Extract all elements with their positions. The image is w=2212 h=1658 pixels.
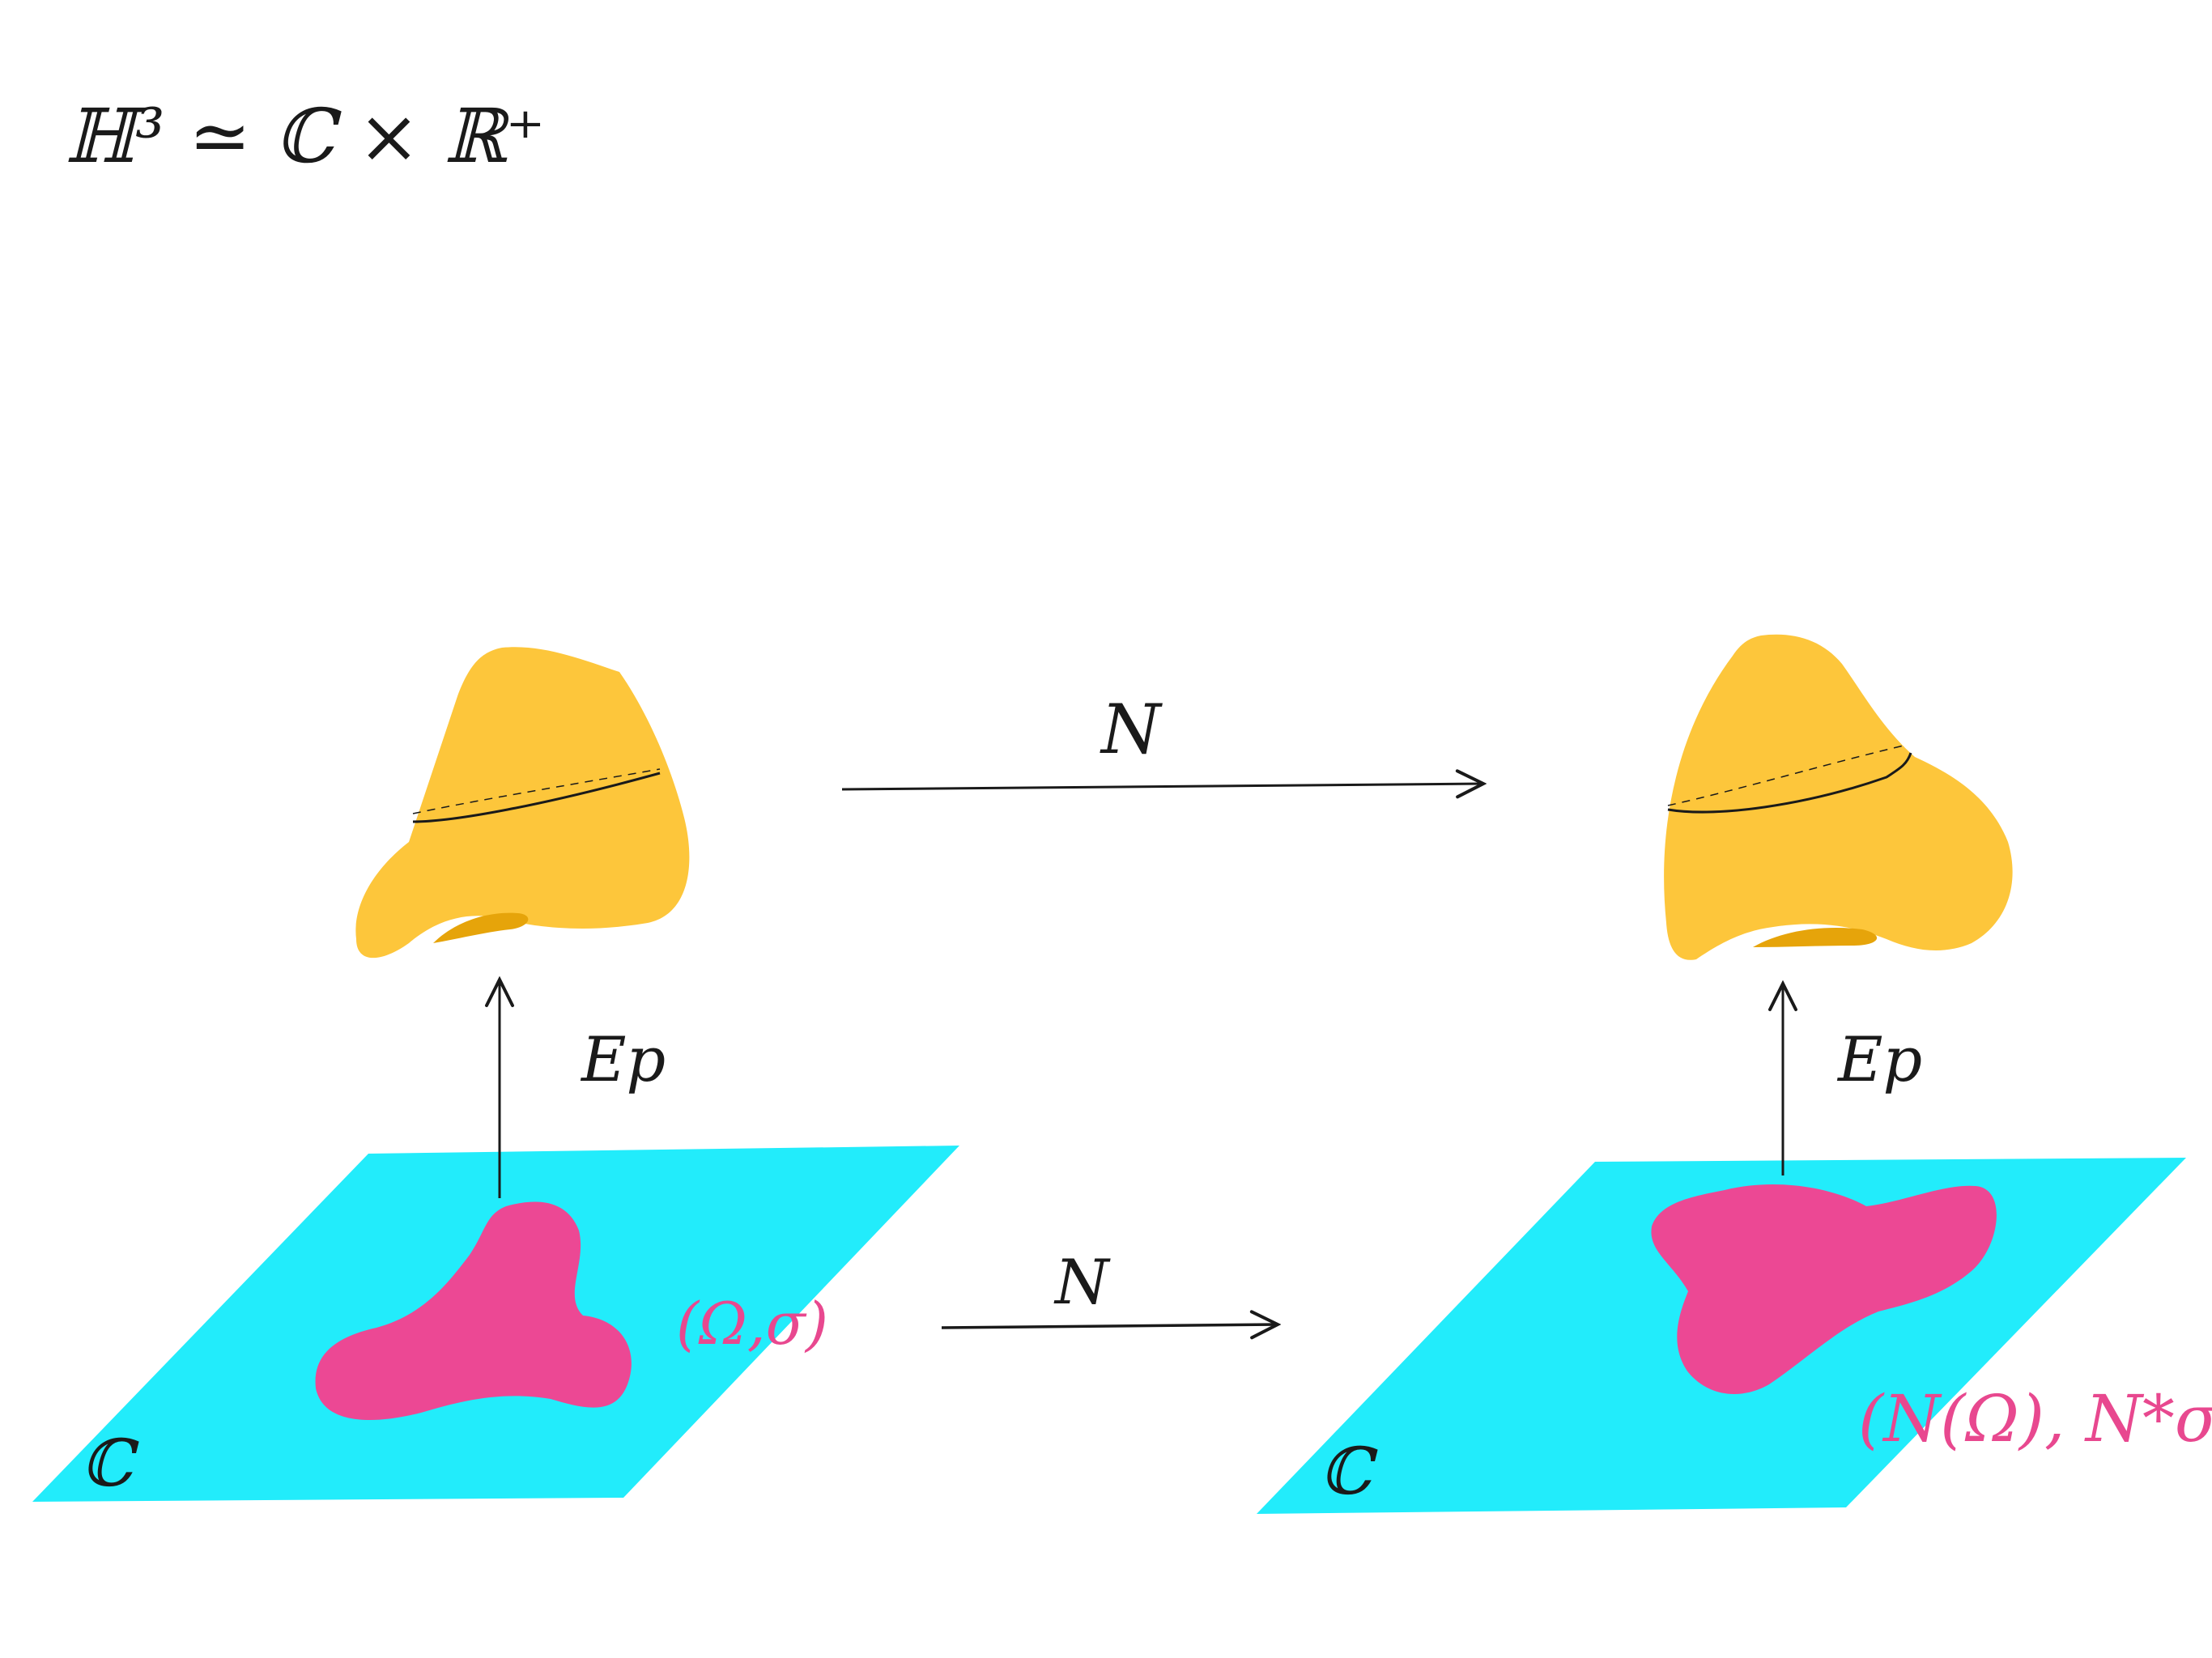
top-map-arrow bbox=[841, 784, 1483, 789]
left-region-omega bbox=[315, 1201, 632, 1420]
right-slice-dashed bbox=[1667, 744, 1908, 806]
right-surface bbox=[1664, 634, 2013, 960]
right-lift-label: Ep bbox=[1836, 1023, 1922, 1095]
right-slice-curve bbox=[1667, 752, 1912, 814]
left-surface bbox=[355, 647, 690, 959]
left-slice-curve bbox=[412, 772, 661, 823]
bottom-map-arrow bbox=[941, 1324, 1278, 1328]
left-plane-label: ℂ bbox=[81, 1426, 139, 1501]
right-region-n-omega bbox=[1651, 1184, 1997, 1394]
top-map-label: N bbox=[1100, 690, 1163, 769]
bottom-map-label: N bbox=[1053, 1246, 1111, 1318]
left-lift-label: Ep bbox=[580, 1023, 666, 1095]
right-plane-label: ℂ bbox=[1320, 1434, 1378, 1509]
right-region-label: (N(Ω), N*σ) bbox=[1858, 1381, 2212, 1456]
left-region-label: (Ω,σ) bbox=[676, 1290, 828, 1358]
title-formula: ℍ³ ≃ ℂ × ℝ⁺ bbox=[65, 93, 545, 180]
